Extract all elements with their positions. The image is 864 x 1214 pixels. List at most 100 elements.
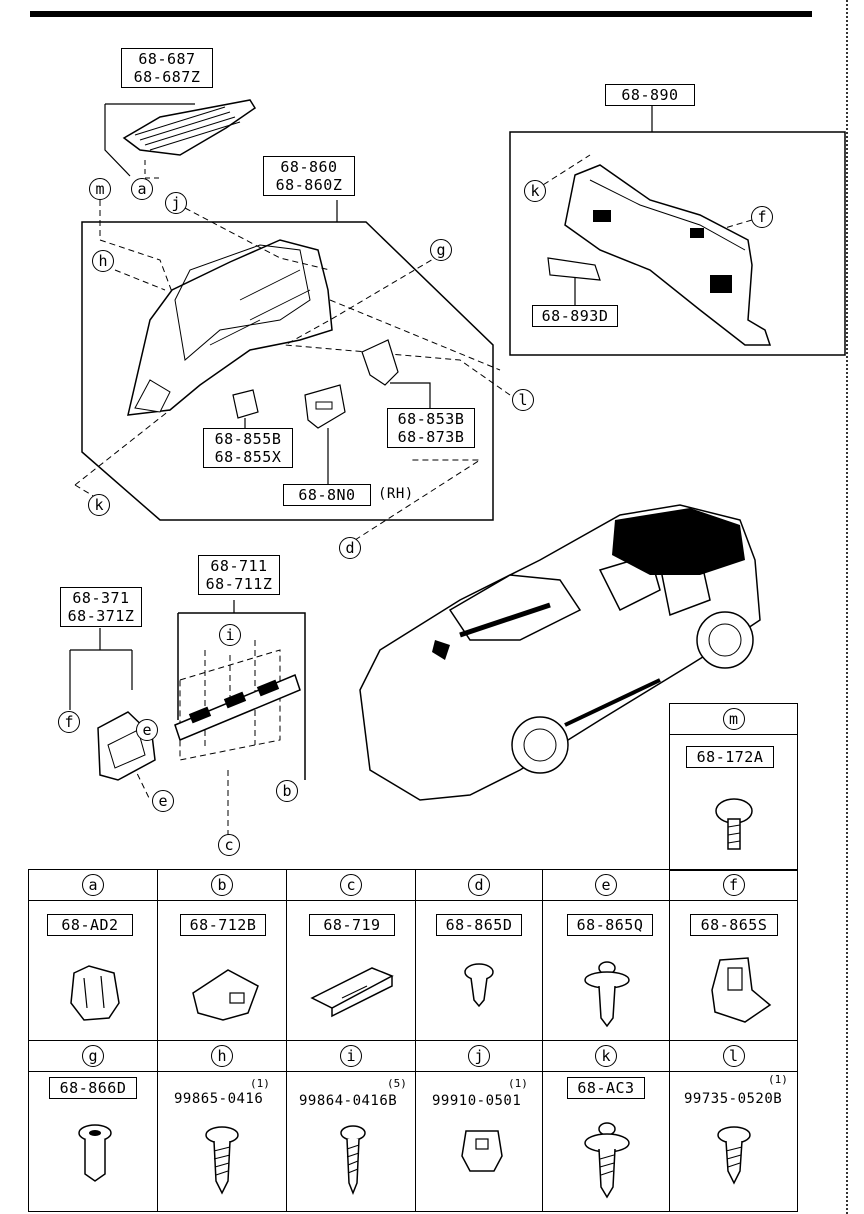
callout-g: g [82, 1045, 104, 1067]
slide-clip-icon [310, 967, 394, 1018]
callout-j: j [468, 1045, 490, 1067]
callout-f: f [722, 874, 745, 896]
part-number: 68-890 [621, 86, 679, 104]
part-number: 68-711 [210, 557, 268, 575]
grommet-screw-icon [584, 961, 630, 1028]
part-68-687: 68-687 68-687Z [121, 48, 213, 88]
part-number: 68-687 [138, 50, 196, 68]
part-68-853B: 68-853B 68-873B [387, 408, 475, 448]
fastener-cell-h: h (1) 99865-0416 [157, 1040, 287, 1212]
part-number: 99864-0416B [299, 1093, 398, 1109]
part-number: 68-865D [436, 914, 522, 936]
callout-a: a [82, 874, 104, 896]
part-number: 68-687Z [133, 68, 201, 86]
tapping-screw-icon [717, 1126, 751, 1185]
cell-header: m [670, 704, 797, 735]
part-number: 99735-0520B [684, 1091, 783, 1107]
fastener-cell-j: j (1) 99910-0501 [415, 1040, 543, 1212]
callout-d: d [339, 537, 361, 559]
part-number: 68-711Z [205, 575, 273, 593]
callout-a: a [131, 178, 153, 200]
part-number: 68-719 [309, 914, 395, 936]
fastener-cell-m: m 68-172A [669, 703, 798, 871]
callout-c: c [340, 874, 362, 896]
callout-j: j [165, 192, 187, 214]
quantity: (5) [387, 1077, 407, 1090]
part-68-371: 68-371 68-371Z [60, 587, 142, 627]
fastener-cell-f: f 68-865S [669, 869, 798, 1041]
rh-note: (RH) [378, 486, 414, 502]
quantity: (1) [508, 1077, 528, 1090]
callout-l: l [722, 1045, 745, 1067]
callout-h: h [211, 1045, 233, 1067]
part-number: 68-860 [280, 158, 338, 176]
part-68-893D: 68-893D [532, 305, 618, 327]
push-clip-icon [715, 798, 753, 850]
callout-k: k [88, 494, 110, 516]
push-rivet-icon [464, 963, 494, 1008]
tapping-screw-icon [340, 1125, 366, 1196]
part-number: 68-712B [180, 914, 266, 936]
fastener-cell-k: k 68-AC3 [542, 1040, 670, 1212]
part-number: 68-AD2 [47, 914, 133, 936]
callout-m: m [89, 178, 111, 200]
callout-i: i [340, 1045, 362, 1067]
retainer-clip-icon [711, 957, 772, 1023]
clip-cover-icon [192, 969, 259, 1021]
part-number: 68-866D [49, 1077, 137, 1099]
callout-e: e [152, 790, 174, 812]
part-number: 68-855B [214, 430, 282, 448]
part-number: 68-371 [72, 589, 130, 607]
fastener-cell-i: i (5) 99864-0416B [286, 1040, 416, 1212]
callout-k: k [524, 180, 546, 202]
quantity: (1) [250, 1077, 270, 1090]
part-number: 68-853B [397, 410, 465, 428]
callout-e: e [136, 719, 158, 741]
callout-d: d [468, 874, 490, 896]
page-edge [846, 0, 858, 1214]
part-number: 99910-0501 [432, 1093, 522, 1109]
part-number: 68-8N0 [298, 486, 356, 504]
part-number: 99865-0416 [174, 1091, 264, 1107]
clip-nut-icon [70, 965, 120, 1021]
callout-b: b [276, 780, 298, 802]
callout-l: l [512, 389, 534, 411]
callout-m: m [722, 708, 745, 730]
part-number: 68-865Q [567, 914, 653, 936]
part-68-172A: 68-172A [686, 746, 774, 768]
fastener-table: a 68-AD2 b 68-712B c 68-719 d 68-865D e [28, 869, 798, 1212]
fastener-cell-g: g 68-866D [28, 1040, 158, 1212]
quantity: (1) [768, 1073, 788, 1086]
part-68-890: 68-890 [605, 84, 695, 106]
part-number: 68-860Z [275, 176, 343, 194]
callout-k: k [595, 1045, 617, 1067]
part-number: 68-865S [690, 914, 778, 936]
top-rule [30, 11, 812, 17]
callout-g: g [430, 239, 452, 261]
fastener-cell-d: d 68-865D [415, 869, 543, 1041]
part-number: 68-AC3 [567, 1077, 645, 1099]
part-68-8N0: 68-8N0 [283, 484, 371, 506]
callout-e: e [595, 874, 617, 896]
fastener-cell-e: e 68-865Q [542, 869, 670, 1041]
part-number: 68-855X [214, 448, 282, 466]
tapping-screw-icon [205, 1126, 239, 1195]
part-68-855B: 68-855B 68-855X [203, 428, 293, 468]
callout-c: c [218, 834, 240, 856]
part-number: 68-873B [397, 428, 465, 446]
part-number: 68-893D [541, 307, 609, 325]
speed-nut-icon [461, 1130, 503, 1172]
grommet-screw-icon [584, 1122, 630, 1199]
fastener-cell-b: b 68-712B [157, 869, 287, 1041]
callout-i: i [219, 624, 241, 646]
part-68-860: 68-860 68-860Z [263, 156, 355, 196]
fastener-cell-l: l (1) 99735-0520B [669, 1040, 798, 1212]
part-number: 68-371Z [67, 607, 135, 625]
fastener-cell-c: c 68-719 [286, 869, 416, 1041]
callout-b: b [211, 874, 233, 896]
callout-h: h [92, 250, 114, 272]
fastener-cell-a: a 68-AD2 [28, 869, 158, 1041]
callout-f: f [58, 711, 80, 733]
part-68-711: 68-711 68-711Z [198, 555, 280, 595]
